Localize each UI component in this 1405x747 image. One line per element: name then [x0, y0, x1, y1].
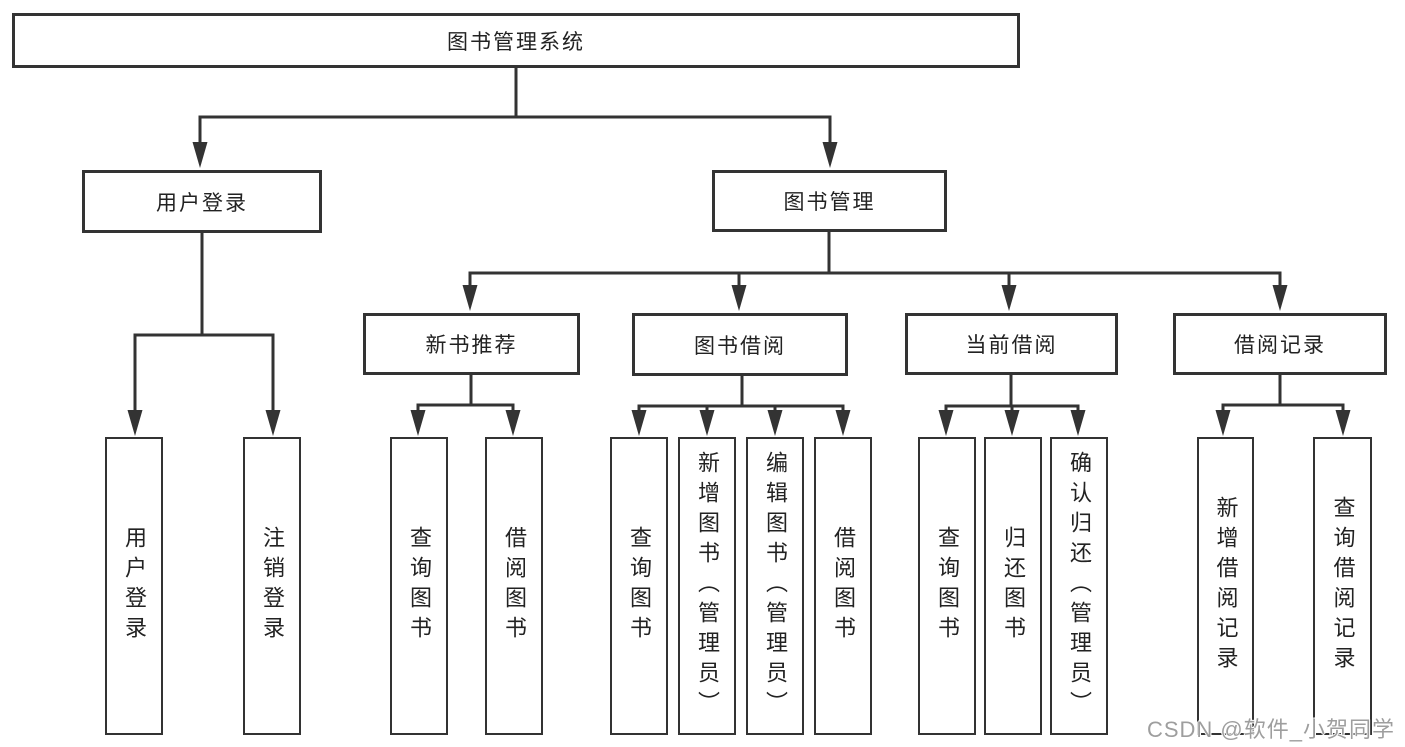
leaf-query-book-current: 查询图书 [918, 437, 976, 735]
node-library-system: 图书管理系统 [12, 13, 1020, 68]
node-label: 查询图书 [627, 526, 652, 646]
node-label: 图书借阅 [694, 334, 786, 358]
leaf-return-book: 归还图书 [984, 437, 1042, 735]
node-book-management: 图书管理 [712, 170, 947, 232]
node-label: 用户登录 [156, 191, 248, 215]
node-new-book-recommend: 新书推荐 [363, 313, 580, 375]
arrow-down-icon [127, 142, 1351, 436]
node-label: 查询图书 [935, 526, 960, 646]
node-book-borrow: 图书借阅 [632, 313, 848, 376]
leaf-query-book-recommend: 查询图书 [390, 437, 448, 735]
leaf-edit-book-admin: 编辑图书（管理员） [746, 437, 804, 735]
leaf-confirm-return-admin: 确认归还（管理员） [1050, 437, 1108, 735]
leaf-query-borrow-record: 查询借阅记录 [1313, 437, 1372, 735]
node-label: 借阅图书 [831, 526, 856, 646]
node-label: 查询借阅记录 [1330, 496, 1356, 676]
node-label: 借阅图书 [502, 526, 527, 646]
node-label: 新增借阅记录 [1213, 496, 1239, 676]
node-label: 图书管理 [783, 191, 876, 214]
leaf-user-login: 用户登录 [105, 437, 163, 735]
node-label: 图书管理系统 [447, 30, 585, 54]
csdn-watermark: CSDN @软件_小贺同学 [1146, 717, 1395, 742]
leaf-borrow-book-recommend: 借阅图书 [485, 437, 543, 735]
node-label: 用户登录 [122, 526, 147, 646]
node-borrow-records: 借阅记录 [1173, 313, 1387, 375]
node-label: 注销登录 [260, 526, 285, 646]
leaf-logout: 注销登录 [243, 437, 301, 735]
leaf-borrow-book: 借阅图书 [814, 437, 872, 735]
node-label: 新书推荐 [425, 334, 518, 357]
node-label: 新增图书（管理员） [695, 451, 720, 721]
node-user-login: 用户登录 [82, 170, 322, 233]
leaf-add-borrow-record: 新增借阅记录 [1197, 437, 1254, 735]
node-label: 当前借阅 [965, 334, 1058, 357]
node-label: 查询图书 [407, 526, 432, 646]
leaf-add-book-admin: 新增图书（管理员） [678, 437, 736, 735]
node-label: 归还图书 [1001, 526, 1026, 646]
node-label: 确认归还（管理员） [1067, 451, 1092, 721]
leaf-query-book-borrow: 查询图书 [610, 437, 668, 735]
node-label: 借阅记录 [1234, 334, 1326, 357]
node-current-borrow: 当前借阅 [905, 313, 1118, 375]
node-label: 编辑图书（管理员） [763, 451, 788, 721]
